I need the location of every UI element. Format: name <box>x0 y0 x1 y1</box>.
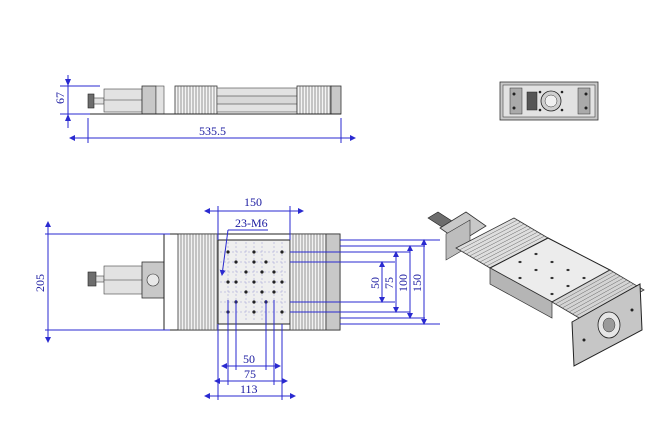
top-height-dimension: 205 <box>33 221 170 343</box>
mounting-hole <box>252 260 256 264</box>
bellows-pleat <box>459 219 518 251</box>
bellows-pleat <box>472 227 532 259</box>
v-75-label: 75 <box>382 277 396 289</box>
mounting-hole <box>260 290 264 294</box>
mounting-hole <box>272 290 276 294</box>
bellows-pleat <box>462 221 521 253</box>
mounting-hole <box>252 250 256 254</box>
vertical-spacing-dimensions: 50 75 100 150 <box>290 239 440 325</box>
side-height-label: 67 <box>53 92 67 104</box>
side-view <box>87 85 342 115</box>
mounting-hole <box>280 280 284 284</box>
mounting-hole <box>264 260 268 264</box>
mounting-hole <box>252 280 256 284</box>
mounting-hole <box>234 260 238 264</box>
bellows-pleat <box>469 225 528 257</box>
bellows-pleat <box>562 275 621 309</box>
top-left-bellows <box>177 233 219 331</box>
mounting-hole <box>582 276 586 280</box>
end-view <box>499 81 599 121</box>
mounting-hole <box>566 268 570 272</box>
bellows-pleat <box>565 277 624 311</box>
v-150-label: 150 <box>410 274 424 292</box>
bellows-pleat <box>568 279 628 313</box>
bellows-pleat <box>575 283 634 317</box>
mounting-hole <box>550 276 554 280</box>
mounting-hole <box>234 280 238 284</box>
mounting-hole <box>280 250 284 254</box>
mounting-hole <box>518 260 522 264</box>
side-height-dimension: 67 <box>53 75 100 128</box>
mounting-hole <box>550 292 554 296</box>
bellows-pleat <box>558 273 617 307</box>
top-height-label: 205 <box>33 274 47 292</box>
top-width-label: 150 <box>244 195 262 209</box>
top-right-bellows <box>289 233 327 331</box>
mounting-hole <box>566 284 570 288</box>
mounting-hole <box>518 276 522 280</box>
holes-callout-label: 23-M6 <box>235 216 268 230</box>
side-length-label: 535.5 <box>199 124 226 138</box>
bellows-pleat <box>476 229 535 261</box>
mounting-hole <box>244 270 248 274</box>
bellows-pleat <box>479 231 538 263</box>
mounting-hole <box>252 300 256 304</box>
v-100-label: 100 <box>396 274 410 292</box>
holes-callout: 23-M6 <box>219 216 268 276</box>
side-length-dimension: 535.5 <box>69 118 356 143</box>
carriage-table <box>217 239 291 325</box>
side-left-bellows <box>174 85 218 115</box>
side-right-bellows <box>296 85 332 115</box>
mounting-hole <box>252 310 256 314</box>
bellows-pleat <box>466 223 525 255</box>
v-50-label: 50 <box>368 277 382 289</box>
bellows-pleat <box>555 271 614 305</box>
h-50-label: 50 <box>243 352 255 366</box>
h-75-label: 75 <box>244 367 256 381</box>
horizontal-spacing-dimensions: 50 75 113 <box>204 300 296 400</box>
mounting-hole <box>272 270 276 274</box>
bellows-pleat <box>572 281 631 315</box>
top-view <box>87 233 341 331</box>
mounting-hole <box>226 280 230 284</box>
mounting-hole <box>280 310 284 314</box>
mounting-hole <box>244 290 248 294</box>
top-width-dimension: 150 <box>204 195 304 240</box>
bellows-pleat <box>483 233 542 265</box>
mounting-hole <box>272 280 276 284</box>
bellows-pleat <box>486 235 545 267</box>
mounting-hole <box>260 270 264 274</box>
mounting-hole <box>550 260 554 264</box>
mounting-hole <box>534 268 538 272</box>
isometric-view <box>427 211 645 367</box>
h-113-label: 113 <box>240 382 258 396</box>
mounting-hole <box>226 250 230 254</box>
mounting-hole <box>534 252 538 256</box>
